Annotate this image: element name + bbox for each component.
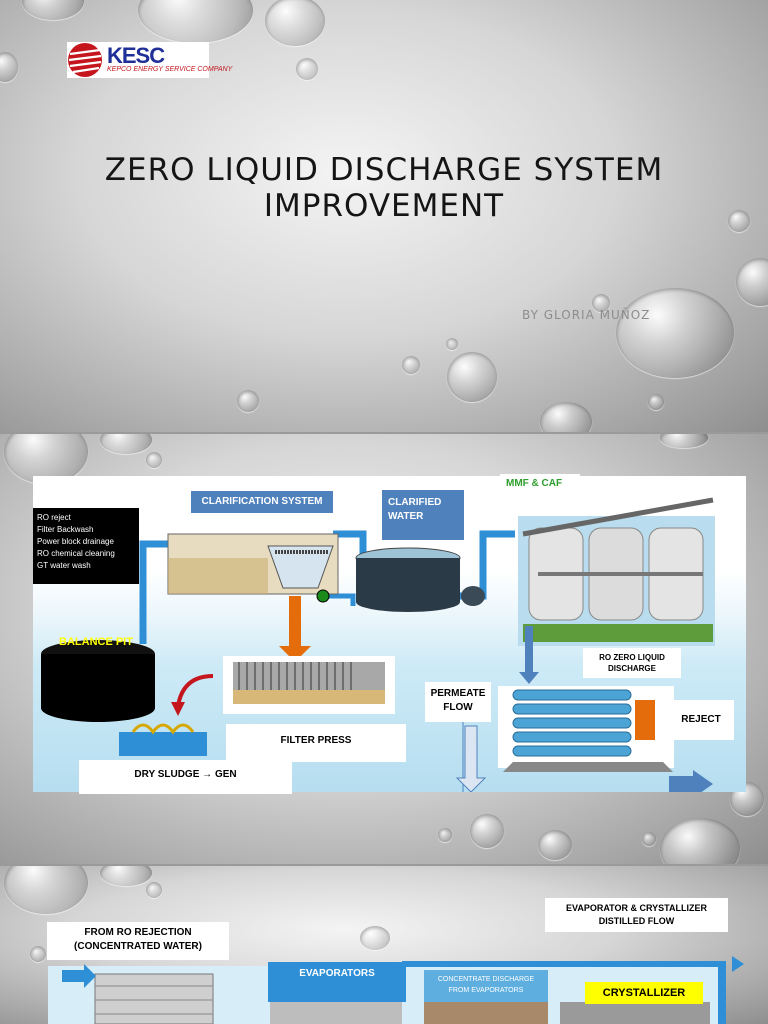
water-drop [30, 946, 46, 962]
water-drop [146, 452, 162, 468]
logo-subtitle-text: KEPCO ENERGY SERVICE COMPANY [107, 66, 233, 73]
water-drop [660, 434, 708, 448]
clarified-water-line2: WATER [388, 511, 424, 522]
water-drop [146, 882, 162, 898]
concentrate-line2: FROM EVAPORATORS [448, 987, 524, 994]
water-drop [4, 434, 88, 484]
from-ro-label: FROM RO REJECTION (CONCENTRATED WATER) [47, 922, 229, 960]
reject-label: REJECT [668, 700, 734, 740]
evaporators-label: EVAPORATORS [268, 962, 406, 1002]
water-drop [446, 338, 458, 350]
source-streams-list: RO reject Filter Backwash Power block dr… [33, 508, 139, 584]
slide-title-line2: IMPROVEMENT [263, 188, 505, 224]
water-drop [100, 866, 152, 886]
crystallizer-label: CRYSTALLIZER [585, 982, 703, 1004]
water-drop [642, 832, 656, 846]
water-drop [100, 434, 152, 454]
water-drop [138, 0, 253, 43]
permeate-flow-line1: PERMEATE [430, 688, 486, 699]
water-drop [538, 830, 572, 860]
evap-cryst-line1: EVAPORATOR & CRYSTALLIZER [565, 903, 707, 913]
evap-cryst-line2: DISTILLED FLOW [598, 916, 675, 926]
water-drop [660, 818, 740, 864]
water-drop [736, 258, 768, 306]
logo-brand-text: KESC [107, 43, 165, 68]
water-drop [648, 394, 664, 410]
from-ro-line1: FROM RO REJECTION [84, 927, 192, 938]
balance-pit-label: BALANCE PIT [59, 636, 133, 648]
water-drop [438, 828, 452, 842]
from-ro-line2: (CONCENTRATED WATER) [74, 941, 202, 952]
source-item: RO chemical cleaning [37, 549, 115, 558]
mmf-caf-label: MMF & CAF [500, 474, 580, 493]
water-drop [447, 352, 497, 402]
company-logo: KESC KEPCO ENERGY SERVICE COMPANY [67, 42, 232, 78]
dry-sludge-label: DRY SLUDGE → GEN [79, 760, 292, 794]
water-drop [4, 866, 88, 914]
water-drop [360, 926, 390, 950]
clarified-water-label: CLARIFIED WATER [382, 490, 464, 540]
water-drop [296, 58, 318, 80]
water-drop [237, 390, 259, 412]
diagram-panel [33, 476, 746, 792]
evaporator-crystallizer-label: EVAPORATOR & CRYSTALLIZER DISTILLED FLOW [545, 898, 728, 932]
slide-title: ZERO LIQUID DISCHARGE SYSTEM IMPROVEMENT [0, 152, 768, 224]
ro-zld-line1: RO ZERO LIQUID [599, 653, 665, 662]
author-byline: BY GLORIA MUÑOZ [522, 308, 651, 322]
permeate-flow-line2: FLOW [443, 702, 473, 713]
water-drop [728, 210, 750, 232]
concentrate-line1: CONCENTRATE DISCHARGE [437, 976, 535, 983]
concentrate-discharge-label: CONCENTRATE DISCHARGE FROM EVAPORATORS [424, 970, 548, 1002]
water-drop [470, 814, 504, 848]
source-item: GT water wash [37, 561, 91, 570]
water-drop [540, 402, 592, 432]
process-diagram-slide[interactable]: RO reject Filter Backwash Power block dr… [0, 434, 768, 864]
source-item: Filter Backwash [37, 525, 94, 534]
evaporator-slide[interactable]: FROM RO REJECTION (CONCENTRATED WATER) E… [0, 866, 768, 1024]
water-drop [22, 0, 84, 20]
slide-title-line1: ZERO LIQUID DISCHARGE SYSTEM [104, 152, 664, 188]
source-item: Power block drainage [37, 537, 114, 546]
title-slide[interactable]: KESC KEPCO ENERGY SERVICE COMPANY ZERO L… [0, 0, 768, 432]
water-drop [402, 356, 420, 374]
water-drop [0, 52, 18, 82]
water-drop [616, 288, 734, 378]
filter-press-label: FILTER PRESS [226, 724, 406, 762]
ro-zld-label: RO ZERO LIQUID DISCHARGE [583, 648, 681, 678]
ro-zld-line2: DISCHARGE [607, 664, 656, 673]
clarified-water-line1: CLARIFIED [388, 497, 442, 508]
source-item: RO reject [37, 513, 71, 522]
process-flow-graphic [41, 497, 715, 792]
water-drop [265, 0, 325, 46]
water-drop [592, 294, 610, 312]
permeate-flow-label: PERMEATE FLOW [425, 682, 491, 722]
clarification-system-label: CLARIFICATION SYSTEM [191, 491, 333, 513]
logo-emblem-icon [68, 43, 102, 77]
